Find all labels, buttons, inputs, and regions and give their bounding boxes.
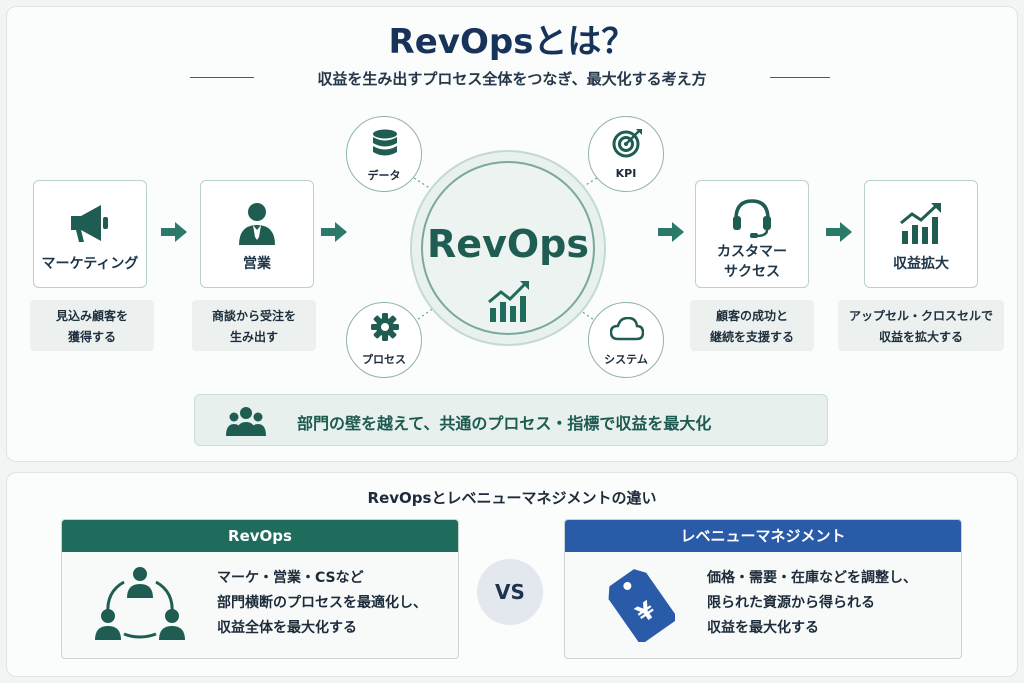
cs-label-line1: カスタマー [717, 244, 787, 260]
vs-badge: VS [477, 559, 543, 625]
system-node-label: システム [604, 353, 648, 366]
customer-success-box: カスタマー サクセス [695, 180, 809, 288]
summary-banner: 部門の壁を越えて、共通のプロセス・指標で収益を最大化 [194, 394, 828, 446]
center-label: RevOps [427, 222, 589, 266]
gear-icon [371, 313, 399, 341]
kpi-node-label: KPI [615, 167, 637, 180]
rm-text-line2: 限られた資源から得られる [707, 595, 875, 611]
marketing-desc-line1: 見込み顧客を [55, 309, 128, 323]
subtitle-rule-left [190, 77, 254, 78]
rm-text-line1: 価格・需要・在庫などを調整し、 [707, 570, 917, 586]
sales-desc: 商談から受注を 生み出す [192, 300, 316, 351]
subtitle-rule-right [770, 77, 830, 78]
marketing-label: マーケティング [41, 256, 139, 272]
arrow-right-icon [321, 222, 347, 242]
system-node: システム [588, 302, 664, 378]
comparison-title: RevOpsとレベニューマネジメントの違い [367, 489, 657, 507]
revops-text-line1: マーケ・営業・CSなど [217, 570, 364, 586]
growth-chart-icon [488, 281, 529, 322]
revenue-expansion-box: 収益拡大 [864, 180, 978, 288]
sales-desc-line2: 生み出す [229, 330, 278, 344]
cs-desc: 顧客の成功と 継続を支援する [690, 300, 814, 351]
revops-text-line2: 部門横断のプロセスを最適化し、 [217, 595, 427, 611]
cs-desc-line2: 継続を支援する [709, 330, 794, 344]
center-circle [421, 161, 595, 335]
marketing-desc: 見込み顧客を 獲得する [30, 300, 154, 351]
businessperson-icon [201, 201, 313, 245]
sales-box: 営業 [200, 180, 314, 288]
data-node-label: データ [367, 169, 401, 182]
process-node: プロセス [346, 302, 422, 378]
revops-card: RevOps マーケ・営業・CSなど 部門横断のプロセスを最適化し、 収益全体を… [61, 519, 459, 659]
sales-desc-line1: 商談から受注を [211, 309, 296, 323]
revops-card-title: RevOps [62, 520, 458, 552]
revops-card-text: マーケ・営業・CSなど 部門横断のプロセスを最適化し、 収益全体を最大化する [217, 566, 427, 641]
team-icon [226, 407, 266, 436]
cross-department-icon [95, 567, 185, 640]
banner-text: 部門の壁を越えて、共通のプロセス・指標で収益を最大化 [297, 414, 712, 433]
rm-text-line3: 収益を最大化する [707, 620, 819, 636]
subtitle: 収益を生み出すプロセス全体をつなぎ、最大化する考え方 [317, 70, 707, 88]
page-title: RevOpsとは？ [388, 22, 636, 62]
cloud-icon [610, 317, 644, 341]
cs-label-line2: サクセス [724, 264, 780, 280]
kpi-node: KPI [588, 116, 664, 192]
process-node-label: プロセス [362, 353, 406, 366]
revenue-desc-line1: アップセル・クロスセルで [848, 309, 993, 323]
arrow-right-icon [658, 222, 684, 242]
marketing-box: マーケティング [33, 180, 147, 288]
marketing-desc-line2: 獲得する [67, 330, 116, 344]
arrow-right-icon [826, 222, 852, 242]
revenue-management-card: レベニューマネジメント ¥ 価格・需要・在庫などを調整し、 限られた資源から得ら… [564, 519, 962, 659]
bar-chart-up-icon [865, 201, 977, 245]
data-node: データ [346, 116, 422, 192]
sales-label: 営業 [243, 256, 271, 272]
target-icon [612, 129, 642, 158]
revenue-label: 収益拡大 [893, 256, 949, 272]
arrow-right-icon [161, 222, 187, 242]
database-icon [373, 129, 397, 156]
revenue-management-card-title: レベニューマネジメント [565, 520, 961, 552]
cs-desc-line1: 顧客の成功と [715, 309, 788, 323]
revenue-management-card-text: 価格・需要・在庫などを調整し、 限られた資源から得られる 収益を最大化する [707, 566, 917, 641]
revenue-desc: アップセル・クロスセルで 収益を拡大する [838, 300, 1004, 351]
headset-icon [696, 195, 808, 239]
revenue-desc-line2: 収益を拡大する [878, 330, 963, 344]
price-tag-yen-icon: ¥ [608, 569, 675, 642]
revops-text-line3: 収益全体を最大化する [217, 620, 357, 636]
megaphone-icon [34, 201, 146, 245]
